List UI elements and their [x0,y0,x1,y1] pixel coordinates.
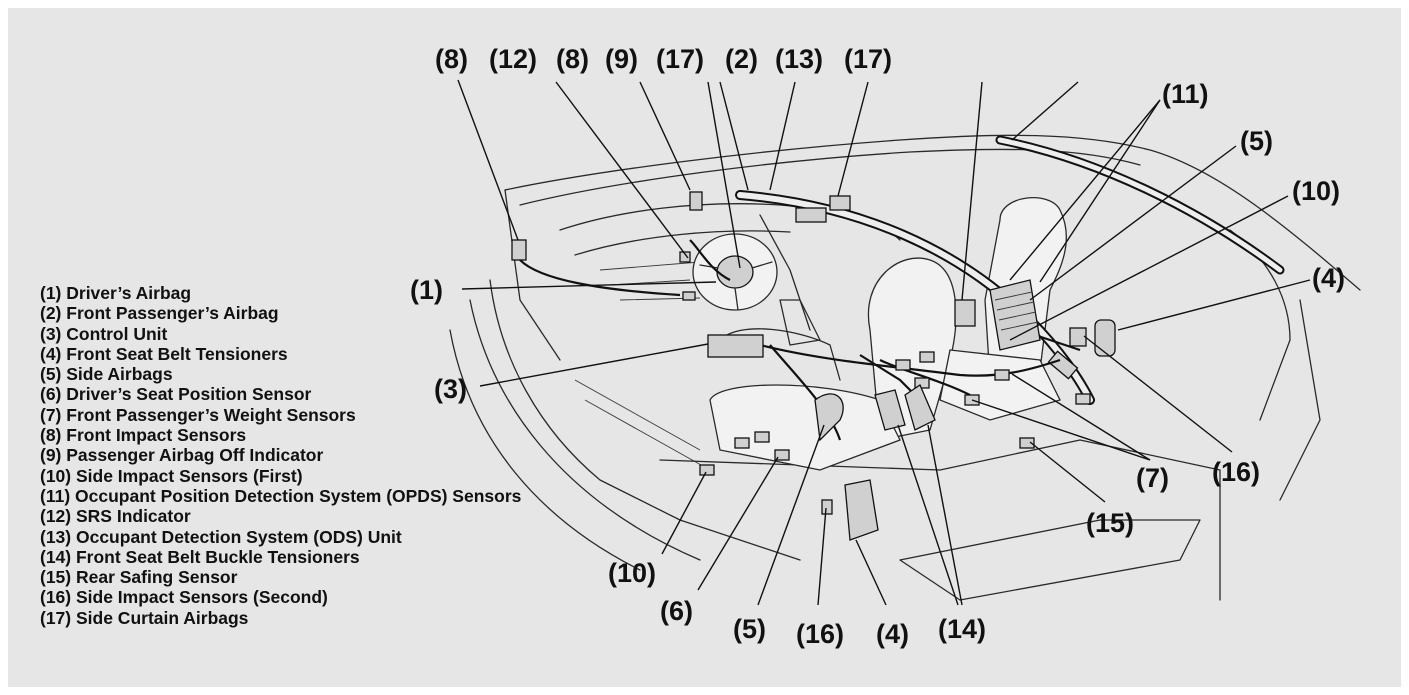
legend-item: (7) Front Passenger’s Weight Sensors [40,404,356,425]
legend-item: (8) Front Impact Sensors [40,425,247,446]
callout-10: (10) [608,558,656,588]
legend-item: (16) Side Impact Sensors (Second) [40,587,328,608]
odsunit-part [954,299,976,327]
legend-item: (6) Driver’s Seat Position Sensor [40,384,312,405]
callout-4: (4) [1312,263,1345,293]
component-legend: (1) Driver’s Airbag (2) Front Passenger’… [40,283,660,628]
legend-item: (13) Occupant Detection System (ODS) Uni… [40,526,402,547]
callout-13: (13) [775,44,823,74]
diagram-panel [8,8,1401,687]
callout-5: (5) [1240,126,1273,156]
callout-3: (3) [434,374,467,404]
legend-item: (4) Front Seat Belt Tensioners [40,343,288,364]
callout-1: (1) [410,275,443,305]
legend-item: (3) Control Unit [40,323,168,344]
callout-6: (6) [660,596,693,626]
leader-lines [457,79,1311,606]
legend-item: (5) Side Airbags [40,364,173,385]
callout-5: (5) [733,614,766,644]
callout-14: (14) [938,614,986,644]
legend-item: (1) Driver’s Airbag [40,283,192,303]
buckle-tensioner-b [904,384,936,431]
callout-15: (15) [1086,508,1134,538]
control-unit [707,334,764,358]
legend-item: (14) Front Seat Belt Buckle Tensioners [40,546,360,567]
callout-16: (16) [1212,457,1260,487]
callout-12: (12) [489,44,537,74]
callout-8: (8) [435,44,468,74]
legend-item: (9) Passenger Airbag Off Indicator [40,445,324,466]
belt-tensioner-right [1069,327,1087,347]
callout-8: (8) [556,44,589,74]
callout-16: (16) [796,619,844,649]
passenger-airbag-part [795,207,827,223]
opds-sensor-grid [989,279,1041,351]
buckle-tensioner-a [874,389,906,431]
callout-2: (2) [725,44,758,74]
callout-10: (10) [1292,176,1340,206]
legend-item: (17) Side Curtain Airbags [40,607,249,628]
callout-7: (7) [1136,463,1169,493]
callout-9: (9) [605,44,638,74]
legend-item: (12) SRS Indicator [40,506,191,527]
legend-item: (10) Side Impact Sensors (First) [40,465,303,486]
legend-item: (11) Occupant Position Detection System … [40,485,522,506]
callout-17: (17) [656,44,704,74]
indicator-part [689,191,703,211]
legend-item: (2) Front Passenger’s Airbag [40,303,279,324]
belt-tensioner-left [844,479,879,541]
front-impact-sensor-left [511,239,527,261]
callout-labels: (8) (12) (8) (9) (17) (2) (13) (17) (11)… [410,44,1345,649]
callout-4: (4) [876,619,909,649]
legend-item: (15) Rear Safing Sensor [40,567,238,588]
callout-11: (11) [1162,79,1209,109]
callout-17: (17) [844,44,892,74]
